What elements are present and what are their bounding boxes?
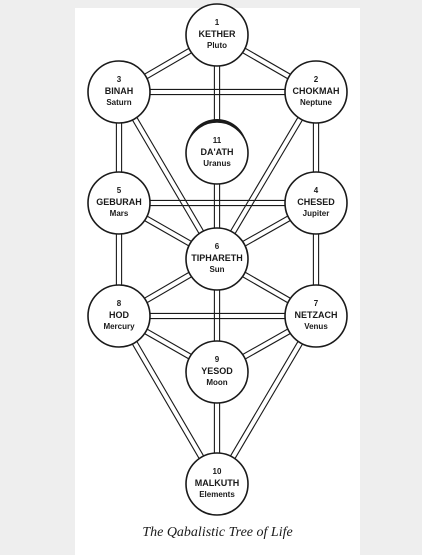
- sephira-name: CHOKMAH: [293, 86, 340, 96]
- sephira-name: NETZACH: [295, 310, 338, 320]
- sephira-number: 11: [213, 136, 222, 145]
- sephira-number: 2: [314, 75, 319, 84]
- sephira-planet: Venus: [304, 322, 328, 331]
- sephira-planet: Elements: [199, 490, 235, 499]
- sephira-planet: Neptune: [300, 98, 333, 107]
- left-margin: [0, 0, 75, 555]
- path-chokmah-tiphareth: [214, 90, 319, 261]
- diagram-caption: The Qabalistic Tree of Life: [142, 525, 293, 540]
- sephira-number: 5: [117, 186, 122, 195]
- sephira-name: BINAH: [105, 86, 134, 96]
- sephira-name: TIPHARETH: [191, 253, 243, 263]
- sephira-planet: Uranus: [203, 159, 231, 168]
- sephira-number: 6: [215, 242, 220, 251]
- sephira-name: KETHER: [198, 29, 236, 39]
- sephira-name: HOD: [109, 310, 130, 320]
- path-hod-malkuth: [116, 314, 220, 486]
- sephira-name: CHESED: [297, 197, 335, 207]
- sephira-planet: Mars: [110, 209, 129, 218]
- sephira-planet: Moon: [206, 378, 227, 387]
- sephira-number: 10: [213, 467, 222, 476]
- sephira-number: 4: [314, 186, 319, 195]
- sephira-planet: Jupiter: [303, 209, 330, 218]
- sephira-name: YESOD: [201, 366, 233, 376]
- sephira-number: 3: [117, 75, 122, 84]
- sephira-name: DA'ATH: [201, 147, 234, 157]
- path-chokmah-binah: [119, 88, 316, 96]
- path-chesed-geburah: [119, 199, 316, 207]
- sephira-number: 1: [215, 18, 220, 27]
- path-netzach-hod: [119, 312, 316, 320]
- sephira-planet: Pluto: [207, 41, 227, 50]
- sephira-name: MALKUTH: [195, 478, 240, 488]
- sephira-name: GEBURAH: [96, 197, 142, 207]
- path-netzach-malkuth: [214, 314, 319, 486]
- path-binah-tiphareth: [116, 90, 220, 261]
- sephira-number: 7: [314, 299, 319, 308]
- sephira-number: 9: [215, 355, 220, 364]
- sephira-planet: Mercury: [103, 322, 135, 331]
- sephira-planet: Saturn: [106, 98, 131, 107]
- sephira-number: 8: [117, 299, 122, 308]
- sephira-planet: Sun: [209, 265, 224, 274]
- right-margin: [360, 0, 422, 555]
